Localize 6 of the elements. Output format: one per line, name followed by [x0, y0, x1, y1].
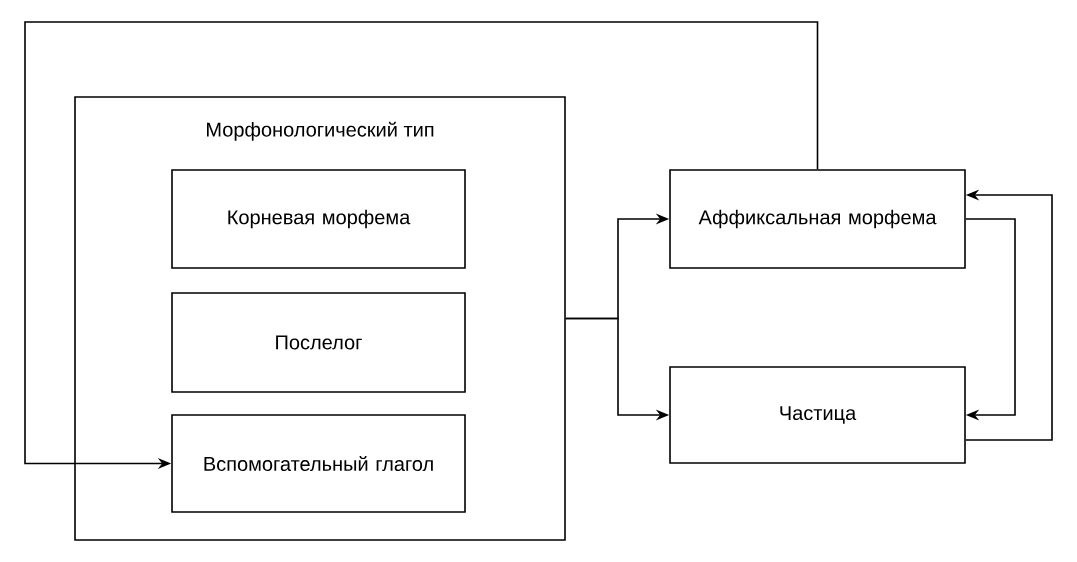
process-box: Частица	[669, 366, 966, 464]
process-box: Вспомогательный глагол	[171, 414, 466, 513]
process-box: Послелог	[171, 292, 466, 393]
arrow	[965, 218, 1016, 421]
process-box: Аффиксальная морфема	[669, 169, 966, 269]
process-box: Корневая морфема	[171, 169, 466, 269]
